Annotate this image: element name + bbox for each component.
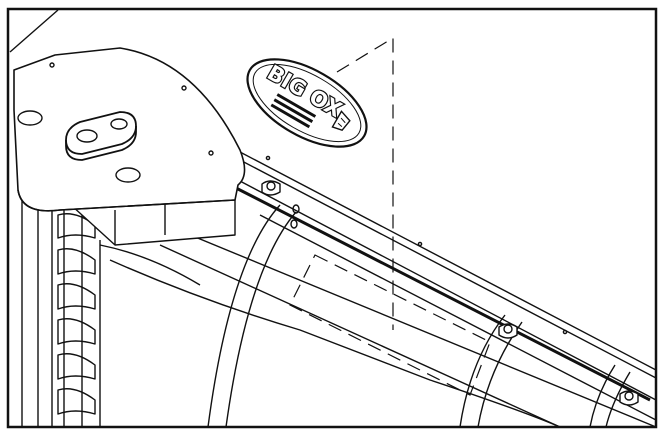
plate-rivet [49,62,55,68]
plate-hole [17,110,43,126]
inner-shell-curve [109,259,561,428]
bolt [619,390,639,406]
beam-channel [235,186,651,402]
assembly-illustration [9,9,657,428]
lower-beam-edge [159,244,561,428]
plate-rivet [208,150,214,156]
shell-lip [99,244,201,286]
top-left-edge [9,9,59,53]
plate-rivet [181,85,187,91]
bolt [498,323,518,339]
decal-placement-guide [289,36,491,396]
plate-hole [115,167,141,183]
coil-stack [57,200,101,427]
strap-hole [292,204,300,214]
strap-hole [290,219,298,229]
decal-detail-bar [270,103,311,129]
beam-rivet [417,241,423,247]
decal-detail-bar [276,93,317,118]
bolt [261,180,281,196]
ox-head-icon [331,110,351,132]
main-beam [119,151,657,428]
beam-rivet [265,155,271,161]
plate-boss [65,111,137,161]
decal-detail-bar [273,98,314,123]
beam-rivet [562,329,568,335]
decal-outline-dashed [289,254,491,396]
